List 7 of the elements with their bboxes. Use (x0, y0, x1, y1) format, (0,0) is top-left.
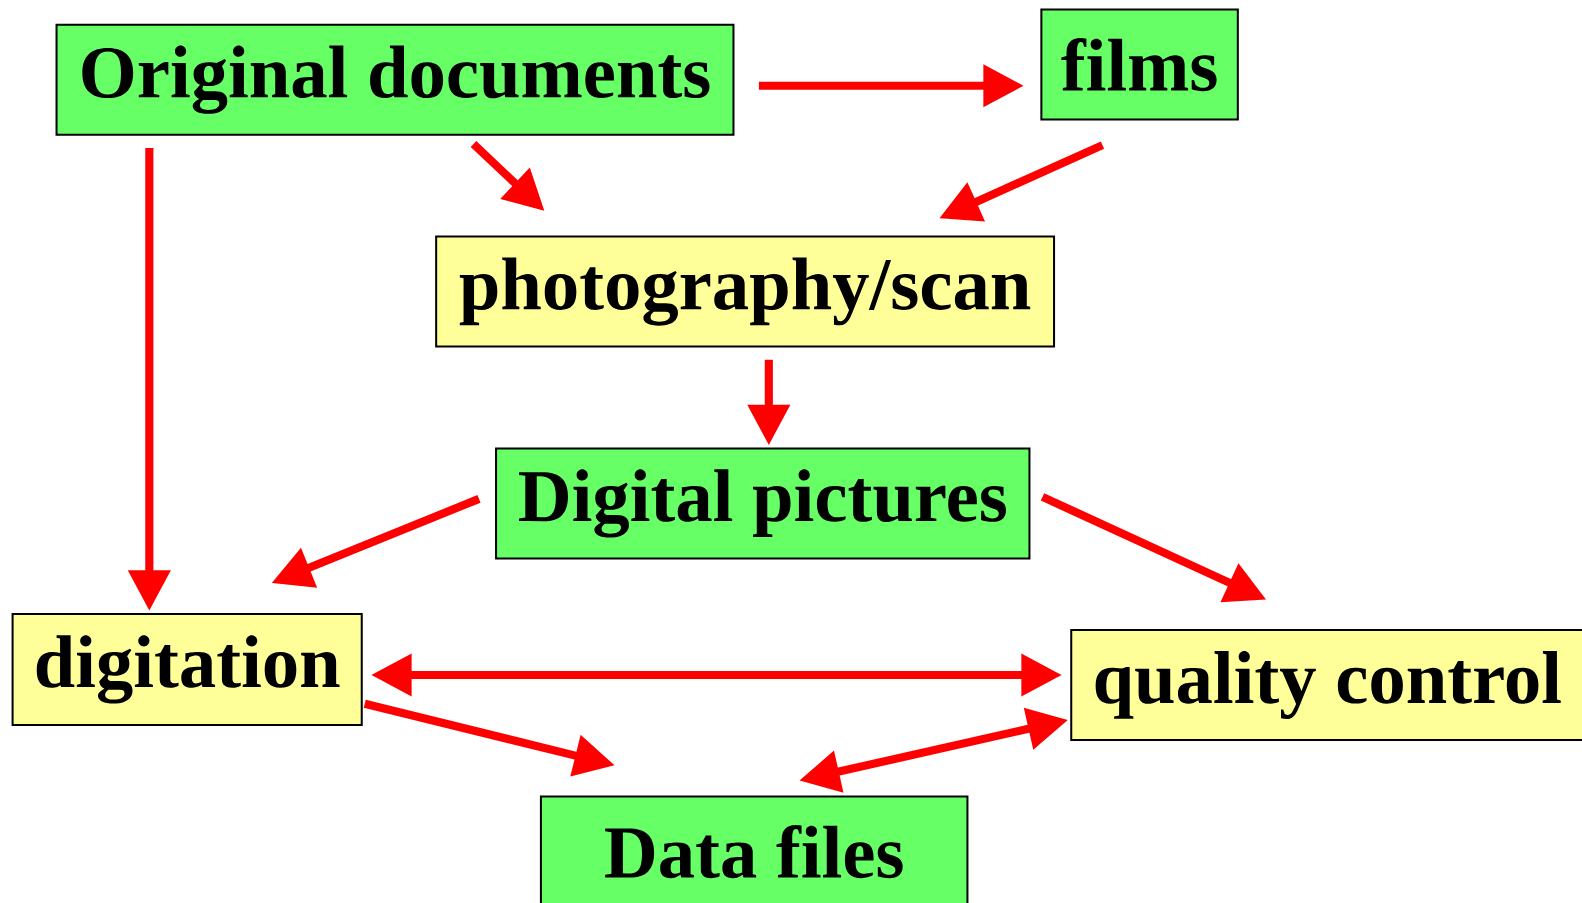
process-box: quality control (1070, 629, 1582, 742)
process-box: digitation (11, 612, 363, 726)
process-box: films (1040, 8, 1239, 121)
process-box: Data files (539, 795, 969, 903)
process-box: Digital pictures (495, 447, 1031, 560)
process-box: photography/scan (435, 235, 1056, 348)
process-box: Original documents (55, 23, 735, 136)
